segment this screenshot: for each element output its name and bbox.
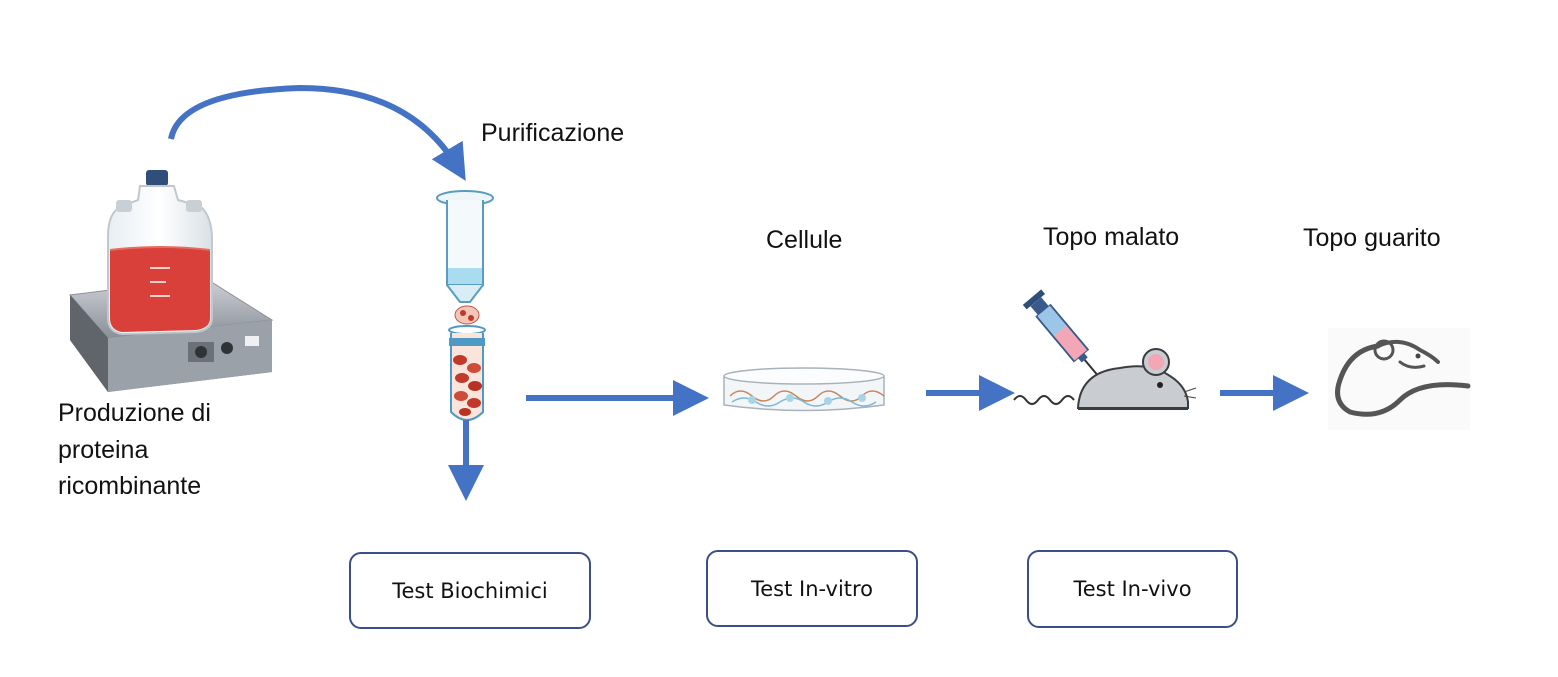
mouse-icon xyxy=(1013,348,1197,410)
test-in-vitro-label: Test In-vitro xyxy=(750,576,874,601)
production-label-line2: proteina xyxy=(58,436,149,464)
test-in-vivo-label: Test In-vivo xyxy=(1073,577,1192,601)
test-biochemical-label: Test Biochimici xyxy=(392,578,548,603)
test-in-vivo-box: Test In-vivo xyxy=(1027,550,1238,628)
purification-label: Purificazione xyxy=(481,119,625,147)
syringe-icon xyxy=(1022,289,1101,379)
test-in-vitro-box: Test In-vitro xyxy=(706,550,918,627)
production-label-line3: ricombinante xyxy=(58,472,202,500)
stirrer-bottle-icon xyxy=(68,170,274,392)
healed-mouse-label: Topo guarito xyxy=(1303,224,1441,252)
chromatography-column-icon xyxy=(436,190,494,421)
sick-mouse-label: Topo malato xyxy=(1043,223,1180,251)
test-biochemical-box: Test Biochimici xyxy=(349,552,591,629)
petri-dish-icon xyxy=(723,367,885,412)
mouse-outline-icon xyxy=(1328,328,1471,430)
production-label-line1: Produzione di xyxy=(58,399,211,427)
curved-arrow xyxy=(168,84,466,181)
cells-label: Cellule xyxy=(766,226,843,254)
